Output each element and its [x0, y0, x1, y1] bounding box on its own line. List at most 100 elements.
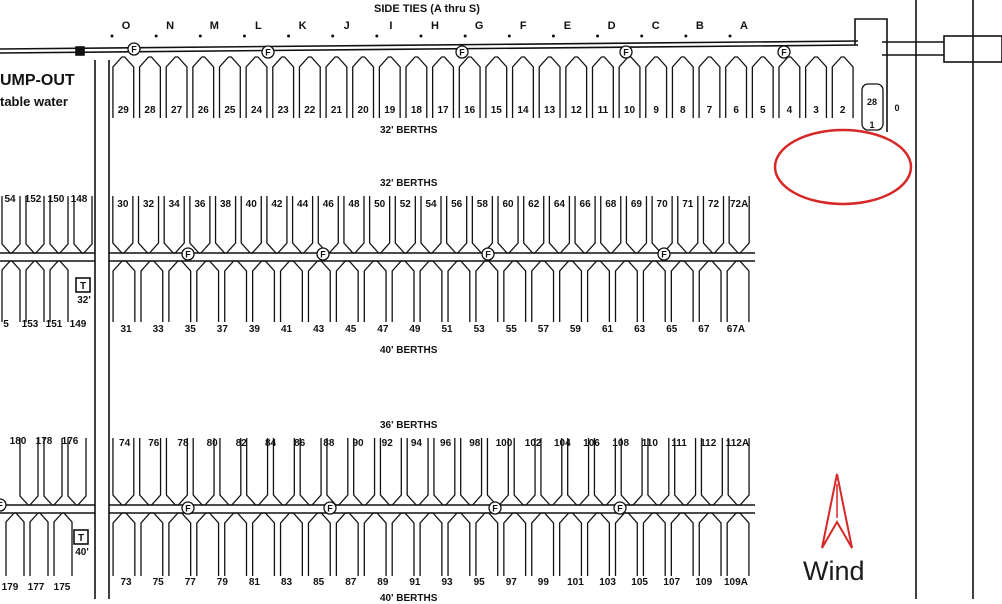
berth-19: 19: [384, 105, 396, 116]
slip-row2-16: [523, 196, 545, 254]
slip-row4-22: [700, 438, 723, 506]
slip-row4-21: [674, 438, 697, 506]
side-tie-J: J: [344, 20, 350, 32]
left-slip-r3-1: [25, 260, 45, 322]
berth-13: 13: [544, 105, 556, 116]
slip-row1-15: [511, 56, 535, 118]
slip-row5-16: [559, 512, 583, 576]
slip-row2-7: [291, 196, 314, 254]
slip-row1-2: [165, 56, 188, 118]
berth-81: 81: [249, 577, 261, 588]
slip-row4-10: [379, 438, 402, 506]
berth-78: 78: [177, 438, 189, 449]
main-walkway-top: [0, 40, 859, 50]
slip-row5-0: [112, 512, 136, 576]
slip-row4-4: [219, 438, 242, 506]
wind-arrow-icon: [821, 473, 853, 549]
berth-46: 46: [323, 199, 335, 210]
berth-end-28: 28: [867, 97, 877, 107]
pumpout-box: [75, 46, 85, 56]
berth-2: 2: [840, 105, 846, 116]
berth-64: 64: [554, 199, 566, 210]
fuel-marker-8-ring: [657, 247, 671, 261]
fuel-marker-10-ring: [323, 501, 337, 515]
fuel-marker-11-ring: [488, 501, 502, 515]
side-tie-K: K: [299, 20, 307, 32]
left-slip-r2-1: [25, 196, 45, 254]
left-berth-r5-179: 179: [2, 582, 19, 593]
slip-row2-10: [368, 196, 391, 254]
fuel-marker-3: F: [623, 48, 629, 58]
berth-15: 15: [491, 105, 503, 116]
section-label-mid-32: 32' BERTHS: [380, 178, 438, 189]
side-tie-dot-L: [242, 34, 246, 38]
berth-27: 27: [171, 105, 183, 116]
slip-row3-16: [559, 260, 583, 322]
side-tie-dot-K: [287, 34, 291, 38]
slip-row3-3: [196, 260, 220, 322]
slip-row3-7: [307, 260, 331, 322]
berth-36: 36: [194, 199, 206, 210]
side-tie-M: M: [210, 20, 219, 32]
berth-80: 80: [207, 438, 219, 449]
side-tie-N: N: [166, 20, 174, 32]
main-walkway-bottom: [0, 44, 859, 54]
berth-42: 42: [271, 199, 283, 210]
slip-row1-21: [671, 56, 694, 118]
slip-row1-16: [538, 56, 561, 118]
left-slip-r4-2: [67, 438, 87, 506]
slip-row5-15: [531, 512, 555, 576]
berth-76: 76: [148, 438, 160, 449]
slip-row4-19: [620, 438, 643, 506]
slip-row5-12: [447, 512, 471, 576]
berth-107: 107: [663, 577, 680, 588]
left-slip-r4-0: [19, 438, 39, 506]
slip-row4-16: [540, 438, 563, 506]
side-tie-I: I: [389, 20, 392, 32]
berth-89: 89: [377, 577, 389, 588]
slip-row4-12: [433, 438, 456, 506]
berth-slips: [1, 56, 884, 576]
berth-44: 44: [297, 199, 309, 210]
slip-row1-4: [218, 56, 241, 118]
section-label-40: 40' BERTHS: [380, 345, 438, 356]
slip-row2-18: [574, 196, 596, 254]
berth-25: 25: [224, 105, 236, 116]
section-label-top-32: 32' BERTHS: [380, 125, 438, 136]
berth-34: 34: [169, 199, 181, 210]
berth-96: 96: [440, 438, 452, 449]
berth-105: 105: [631, 577, 648, 588]
slip-row1-27: [831, 56, 854, 118]
left-berth-r2-152: 152: [25, 194, 42, 205]
berth-45: 45: [345, 324, 357, 335]
berth-39: 39: [249, 324, 261, 335]
slip-row1-5: [245, 56, 268, 118]
berth-22: 22: [304, 105, 316, 116]
berth-101: 101: [567, 577, 584, 588]
slip-row4-15: [513, 438, 536, 506]
fuel-marker-13-ring: [0, 498, 7, 512]
side-tie-L: L: [255, 20, 262, 32]
slip-row3-1: [140, 260, 164, 322]
berth-66: 66: [580, 199, 592, 210]
berth-8: 8: [680, 105, 686, 116]
left-berth-r4-180: 180: [10, 436, 27, 447]
berth-end-1: 1: [869, 120, 874, 130]
berth-67: 67: [698, 324, 710, 335]
left-slip-r5-0: [5, 512, 25, 576]
berth-52: 52: [400, 199, 412, 210]
highlight-ellipse: [773, 128, 913, 206]
berth-103: 103: [599, 577, 616, 588]
berth-100: 100: [496, 438, 513, 449]
slip-row5-10: [391, 512, 415, 576]
fuel-marker-11: F: [492, 504, 498, 514]
berth-93: 93: [441, 577, 453, 588]
berth-10: 10: [624, 105, 636, 116]
side-tie-dot-O: [110, 34, 114, 38]
side-tie-dot-C: [640, 34, 644, 38]
slip-row4-2: [165, 438, 188, 506]
berth-109: 109: [696, 577, 713, 588]
slip-row4-23: [727, 438, 750, 506]
berth-72A: 72A: [730, 199, 748, 210]
left-slip-r3-2: [49, 260, 69, 322]
